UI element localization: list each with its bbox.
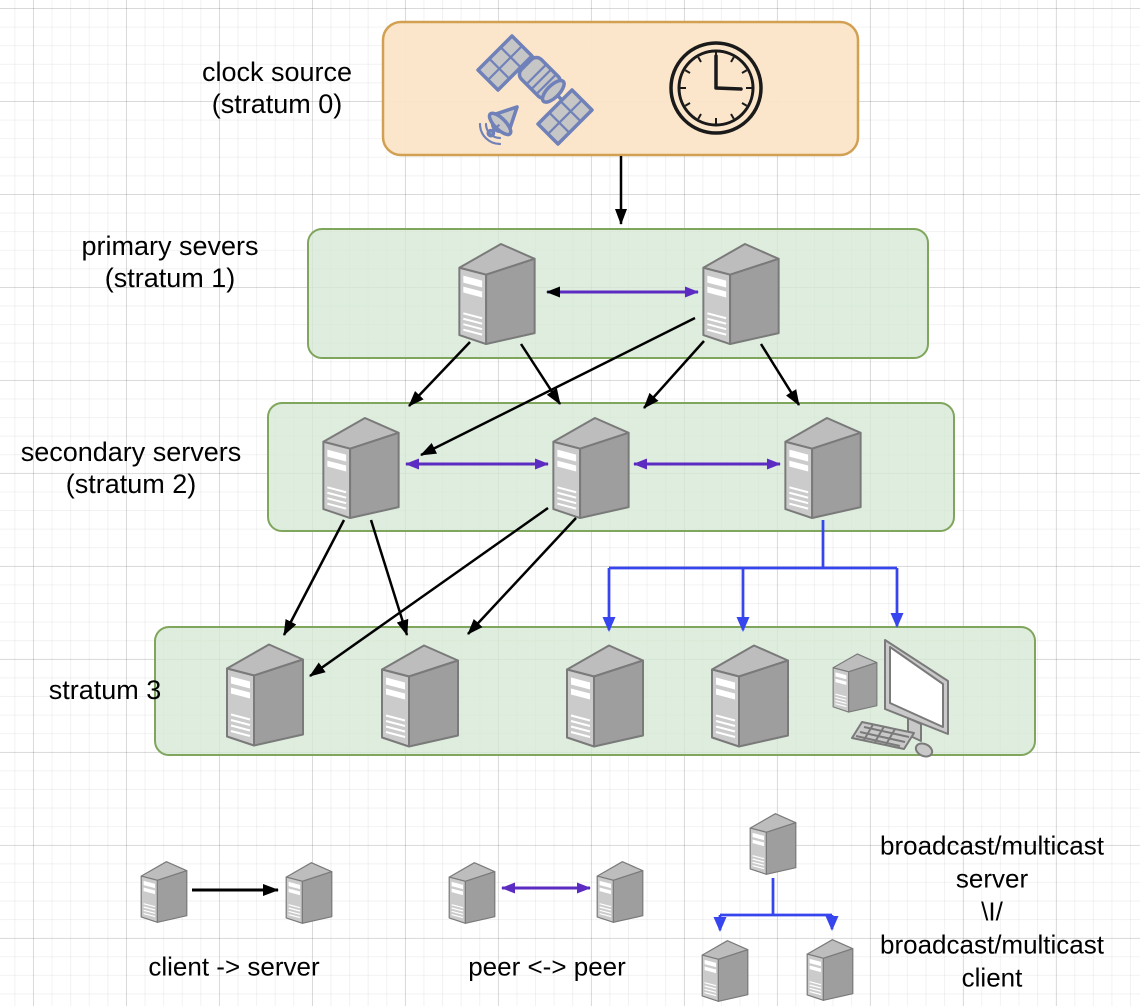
arrow-s2-t2	[467, 517, 577, 635]
label-legend-peer: peer <-> peer	[468, 951, 626, 982]
label-line: (stratum 1)	[104, 263, 236, 293]
workstation-icon	[832, 639, 949, 758]
arrow-s2-t1	[309, 506, 549, 678]
server-icon	[749, 813, 797, 875]
legend-broadcast-tree	[720, 878, 832, 917]
label-line: broadcast/multicast	[880, 830, 1104, 861]
label-legend-client-server: client -> server	[148, 951, 320, 982]
clock-source-box	[381, 20, 860, 157]
server-icon	[448, 862, 496, 924]
arrow-p1-s1	[408, 341, 471, 407]
arrow-p2-s1	[420, 316, 696, 457]
label-line: secondary servers	[20, 437, 242, 467]
label-line: client	[961, 962, 1023, 993]
label-line: primary severs	[81, 231, 259, 261]
label-line: (stratum 0)	[211, 89, 343, 119]
arrow-p1-s2	[519, 343, 562, 405]
server-icon	[285, 862, 333, 924]
server-icon	[140, 861, 188, 923]
broadcast-tree-main	[609, 520, 897, 570]
server-icon	[701, 940, 749, 1002]
server-icon	[806, 939, 854, 1001]
label-primary-servers: primary severs (stratum 1)	[81, 230, 258, 294]
label-line: (stratum 2)	[65, 469, 197, 499]
label-line: \I/	[981, 896, 1003, 927]
arrow-p2-s2	[643, 340, 705, 409]
label-legend-broadcast: broadcast/multicast server \I/ broadcast…	[880, 830, 1104, 995]
arrow-s1-t1	[282, 519, 346, 636]
label-secondary-servers: secondary servers (stratum 2)	[21, 436, 242, 500]
label-stratum3: stratum 3	[48, 675, 162, 705]
arrow-p2-s3	[759, 343, 801, 406]
label-line: server	[955, 863, 1029, 894]
label-line: broadcast/multicast	[880, 929, 1104, 960]
server-icon	[596, 861, 644, 923]
arrow-s1-t2	[369, 519, 409, 636]
label-clock-source: clock source (stratum 0)	[202, 56, 352, 120]
label-line: clock source	[201, 57, 353, 87]
clock-icon	[669, 41, 763, 135]
satellite-icon	[476, 34, 594, 146]
